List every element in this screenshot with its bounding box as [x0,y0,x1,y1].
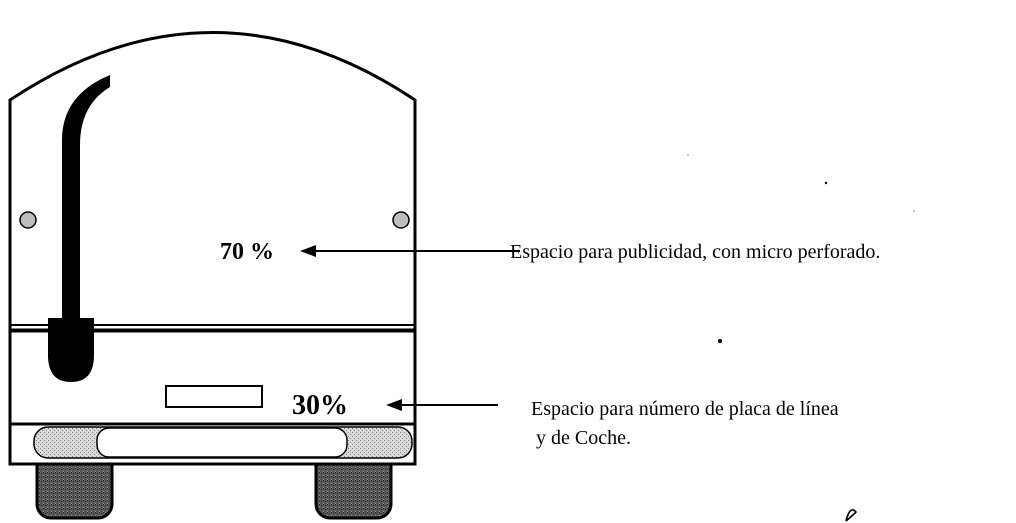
speck [687,154,689,156]
lower-percent-label: 30% [292,390,348,421]
speck [718,339,722,343]
exhaust-pipe-icon [62,75,110,322]
upper-percent-label: 70 % [220,239,274,265]
bumper-inner-panel [96,427,348,458]
lower-arrow-icon [386,399,498,411]
plate-slot [165,385,263,408]
upper-arrow-icon [300,245,520,257]
exhaust-pipe-base [48,318,94,382]
lower-description-line2: y de Coche. [536,427,631,449]
speck [824,181,828,185]
right-side-light [392,211,410,229]
upper-description: Espacio para publicidad, con micro perfo… [510,241,880,263]
speck [913,210,915,212]
lower-description-line1: Espacio para número de placa de línea [531,398,839,420]
stray-mark [845,509,858,522]
left-side-light [19,211,37,229]
